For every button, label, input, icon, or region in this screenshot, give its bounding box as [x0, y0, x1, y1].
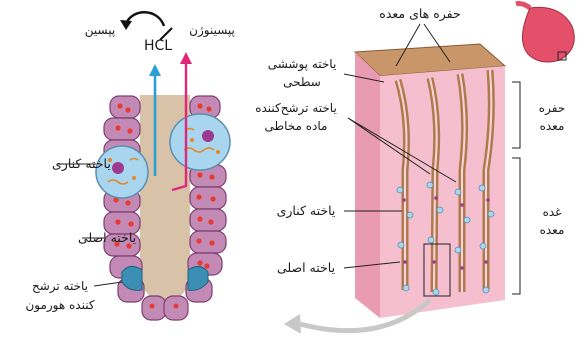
chief-cell-right-label: یاخته اصلی: [277, 260, 336, 275]
surface-mucous-cell-label-line1: یاخته پوششی: [268, 57, 337, 72]
gland-bracket: [512, 158, 520, 294]
parietal-cell-left: [96, 146, 148, 198]
stomach-pits-label: حفره های معده: [379, 6, 460, 22]
zoom-arrowhead: [284, 314, 301, 334]
pepsinogen-arrowhead: [180, 52, 192, 64]
parietal-cell-right-label: یاخته کناری: [277, 203, 336, 219]
pepsinogen-label: پپسینوژن: [189, 23, 235, 38]
stomach-icon: [516, 4, 574, 63]
gland-closeup: [96, 12, 230, 320]
mucus-secreting-label-line1: یاخته ترشح‌کننده: [255, 101, 337, 116]
mucus-secreting-label-line2: ماده مخاطی: [265, 119, 328, 133]
parietal-cell-left-label: یاخته کناری: [52, 156, 111, 172]
gastric-gland-label-line1: غده: [543, 205, 562, 219]
pit-bracket: [512, 82, 520, 148]
parietal-cell-right: [170, 114, 230, 170]
hcl-label: HCL: [144, 38, 172, 54]
gastric-pit-label-line2: معده: [540, 119, 565, 133]
hcl-arrowhead: [149, 64, 161, 76]
pepsin-label: پپسین: [85, 23, 115, 38]
activation-arrow: [126, 12, 164, 26]
chief-cell-left-label: یاخته اصلی: [78, 230, 137, 245]
gastric-gland-label-line2: معده: [540, 223, 565, 237]
gastric-pit-label-line1: حفره: [539, 101, 565, 116]
activation-arrowhead: [120, 20, 132, 30]
surface-mucous-cell-label-line2: سطحی: [283, 75, 321, 89]
hormone-secreting-label-line2: کننده هورمون: [25, 298, 94, 313]
tissue-side-face: [355, 52, 380, 318]
hormone-secreting-label-line1: یاخته ترشح: [32, 279, 88, 294]
